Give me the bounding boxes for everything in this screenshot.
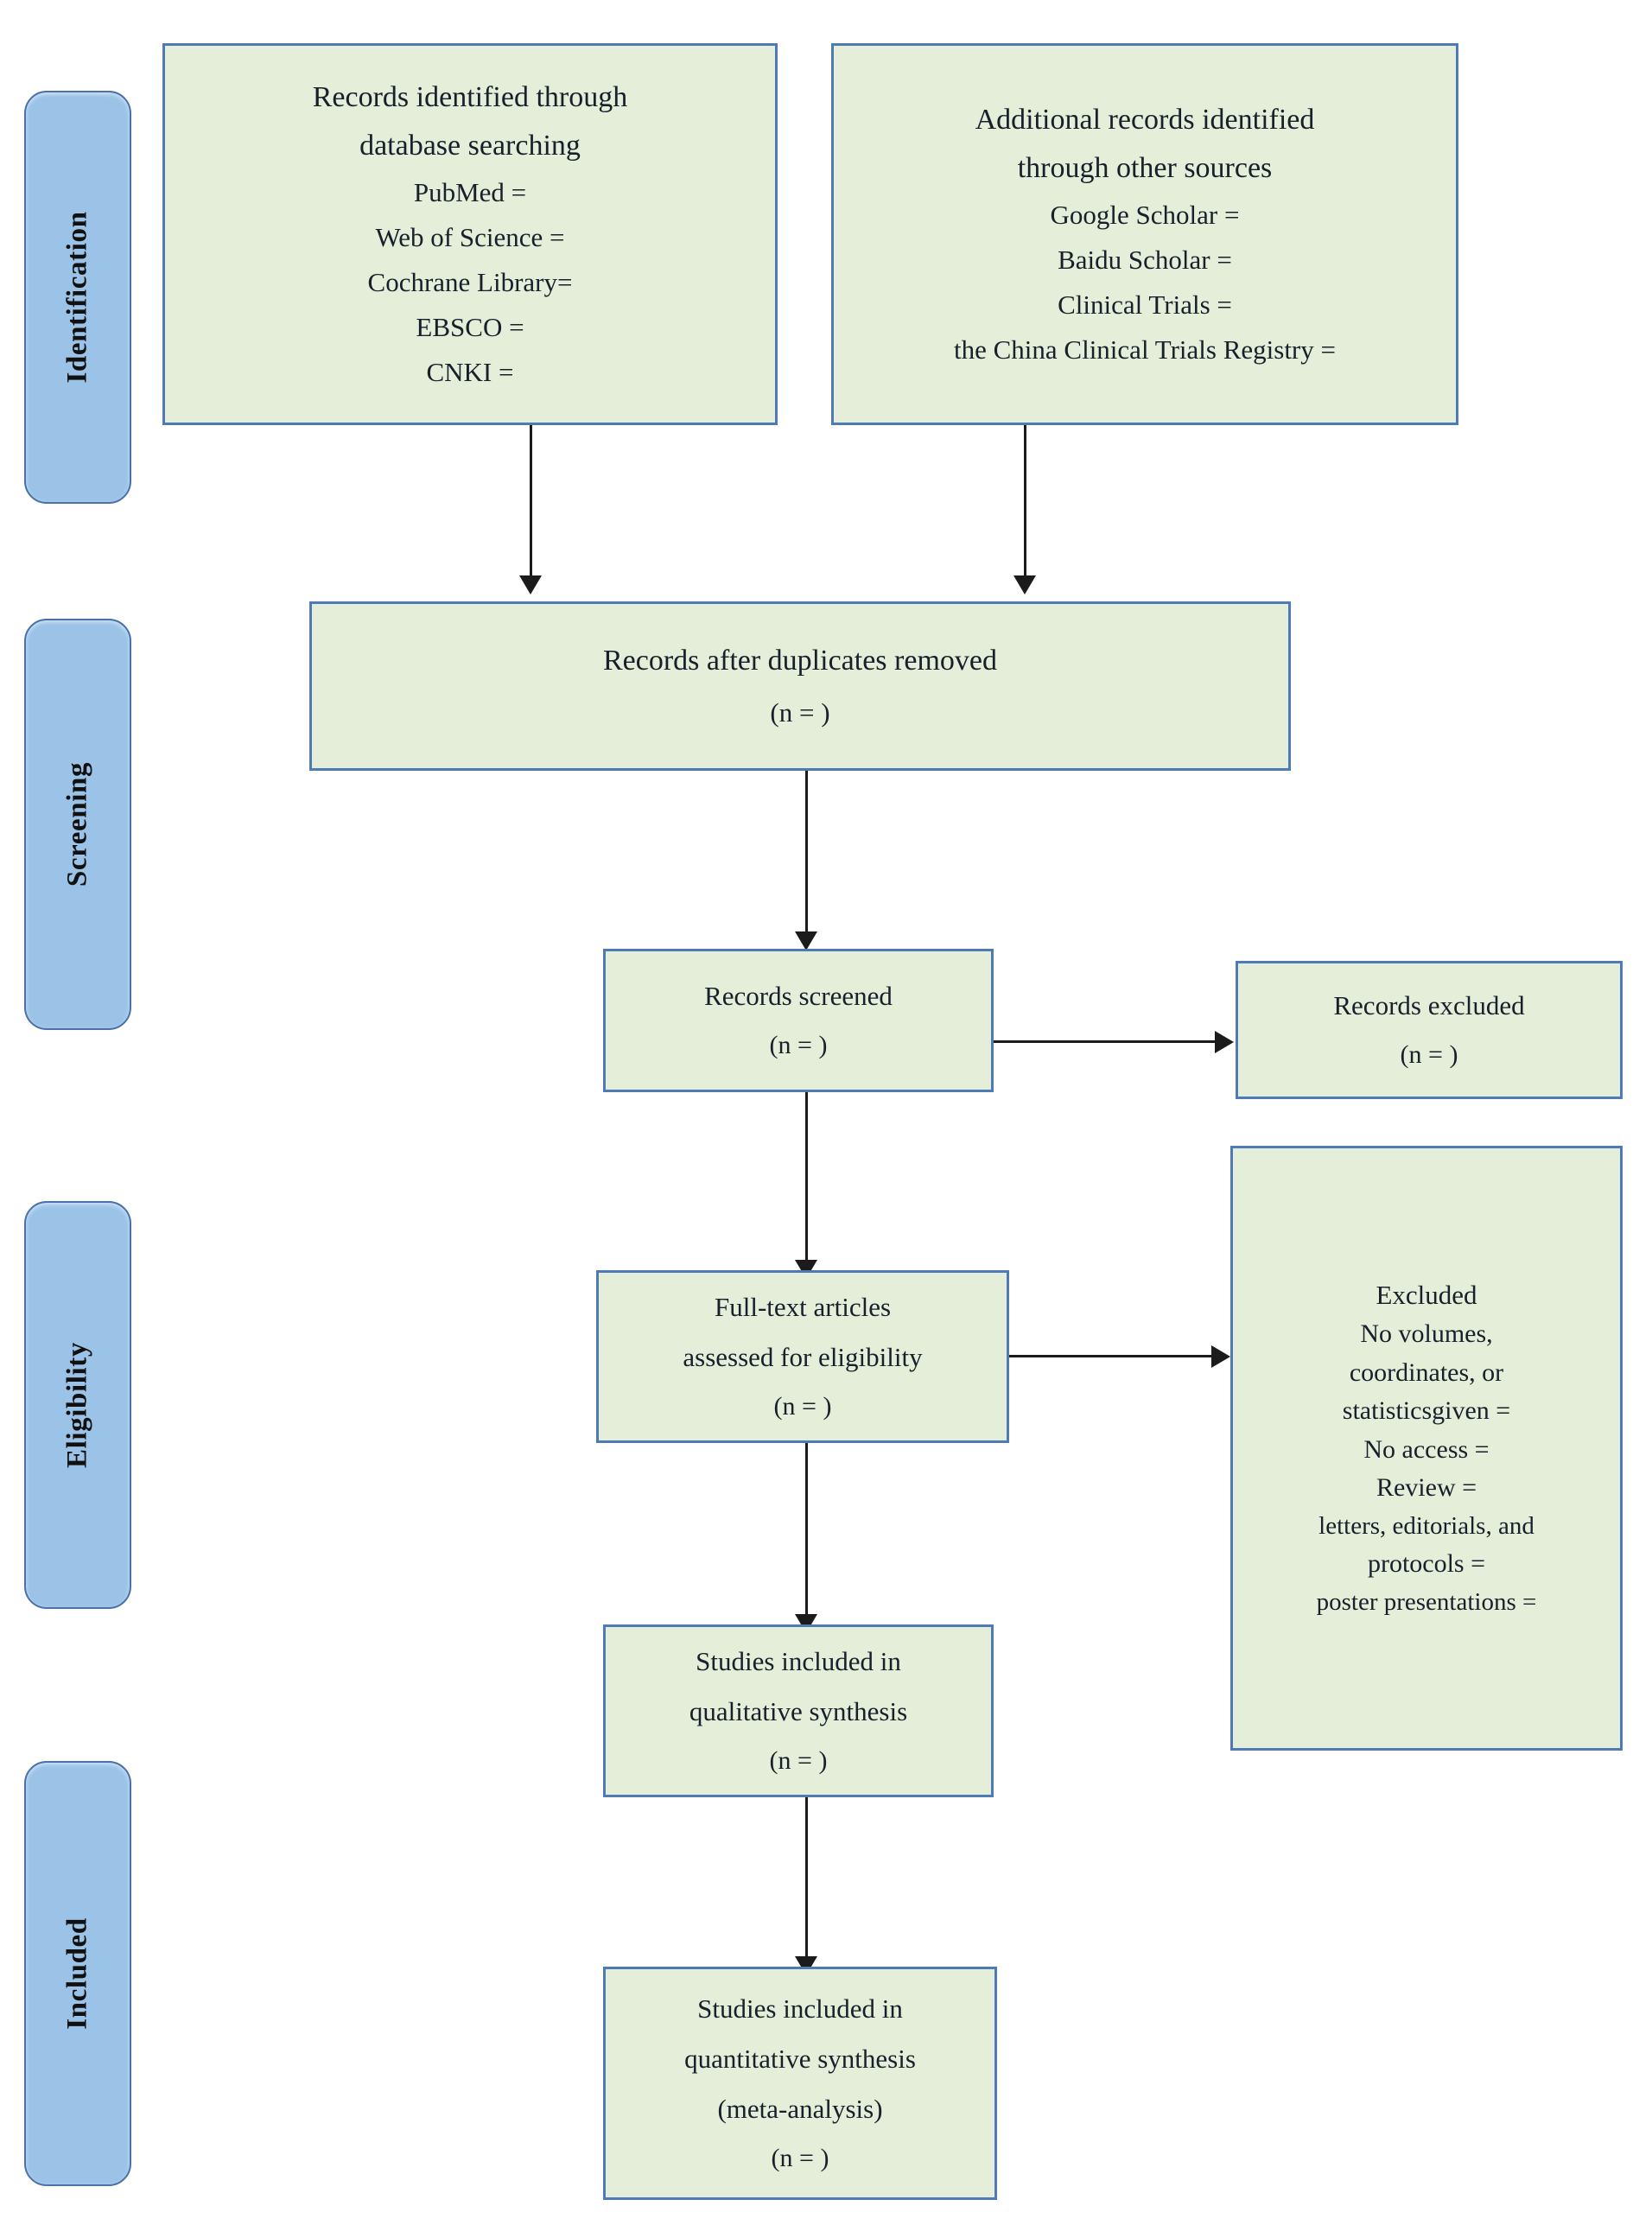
box-line: coordinates, or <box>1349 1357 1504 1387</box>
box-line: Records excluded <box>1333 989 1525 1020</box>
stage-tab-included[interactable]: Included <box>24 1761 131 2186</box>
box-line: Web of Science = <box>375 222 565 253</box>
box-line: (n = ) <box>773 1391 832 1421</box>
box-additional-records-other-sources: Additional records identified through ot… <box>831 43 1458 425</box>
box-full-text-excluded-reasons: Excluded No volumes, coordinates, or sta… <box>1230 1146 1623 1751</box>
arrowhead-screened-to-excluded <box>1215 1031 1234 1053</box>
box-line: Clinical Trials = <box>1058 289 1232 321</box>
stage-label-identification: Identification <box>61 211 93 384</box>
box-line: (n = ) <box>770 697 830 728</box>
connector-fulltext-to-excluded <box>1009 1355 1215 1357</box>
box-line: poster presentations = <box>1316 1587 1537 1616</box>
box-line: PubMed = <box>413 177 527 208</box>
box-line: Baidu Scholar = <box>1058 245 1232 276</box>
box-line: (n = ) <box>771 2143 829 2172</box>
box-line: (n = ) <box>769 1745 828 1775</box>
box-line: (n = ) <box>1400 1039 1458 1069</box>
stage-label-screening: Screening <box>61 761 93 887</box>
connector-db-to-duplicates <box>530 425 532 579</box>
box-line: database searching <box>359 129 581 162</box>
box-line: No volumes, <box>1360 1319 1493 1349</box>
box-line: Google Scholar = <box>1050 200 1240 231</box>
stage-tab-eligibility[interactable]: Eligibility <box>24 1201 131 1609</box>
box-line: protocols = <box>1367 1549 1486 1579</box>
box-line: statisticsgiven = <box>1342 1396 1511 1426</box>
arrowhead-duplicates-to-screened <box>795 931 817 950</box>
connector-screened-to-excluded <box>994 1040 1217 1043</box>
box-line: the China Clinical Trials Registry = <box>953 334 1336 366</box>
stage-tab-screening[interactable]: Screening <box>24 619 131 1030</box>
box-full-text-articles-assessed: Full-text articles assessed for eligibil… <box>596 1270 1009 1443</box>
box-line: (n = ) <box>769 1030 828 1059</box>
box-line: qualitative synthesis <box>689 1695 908 1726</box>
arrowhead-other-to-duplicates <box>1013 575 1036 594</box>
stage-label-eligibility: Eligibility <box>61 1342 93 1468</box>
box-studies-included-qualitative: Studies included in qualitative synthesi… <box>603 1624 994 1797</box>
box-records-screened: Records screened (n = ) <box>603 949 994 1092</box>
connector-screened-to-fulltext <box>805 1092 808 1263</box>
box-line: Excluded <box>1376 1280 1477 1311</box>
box-line: No access = <box>1363 1434 1490 1464</box>
box-studies-included-quantitative: Studies included in quantitative synthes… <box>603 1967 997 2200</box>
arrowhead-db-to-duplicates <box>519 575 542 594</box>
box-line: EBSCO = <box>416 312 524 343</box>
box-line: (meta-analysis) <box>717 2093 883 2124</box>
box-line: letters, editorials, and <box>1318 1512 1534 1541</box>
connector-other-to-duplicates <box>1024 425 1026 579</box>
box-line: Studies included in <box>697 1993 903 2024</box>
box-line: CNKI = <box>426 357 514 388</box>
stage-tab-identification[interactable]: Identification <box>24 91 131 504</box>
box-line: Records identified through <box>312 80 628 113</box>
arrowhead-fulltext-to-excluded <box>1211 1345 1230 1368</box>
box-records-identified-database: Records identified through database sear… <box>162 43 778 425</box>
box-line: Records screened <box>704 980 893 1011</box>
box-line: Full-text articles <box>714 1291 892 1322</box>
box-line: Review = <box>1376 1473 1477 1503</box>
connector-duplicates-to-screened <box>805 771 808 935</box>
box-records-after-duplicates-removed: Records after duplicates removed (n = ) <box>309 601 1291 771</box>
box-line: Cochrane Library= <box>367 267 573 298</box>
box-line: quantitative synthesis <box>684 2043 916 2074</box>
box-line: Records after duplicates removed <box>603 644 997 677</box>
box-line: assessed for eligibility <box>683 1341 923 1372</box>
connector-fulltext-to-qualitative <box>805 1443 808 1618</box>
box-line: Studies included in <box>696 1645 901 1676</box>
box-line: through other sources <box>1017 151 1273 184</box>
box-records-excluded: Records excluded (n = ) <box>1236 961 1623 1099</box>
stage-label-included: Included <box>61 1917 93 2030</box>
connector-qualitative-to-quantitative <box>805 1797 808 1960</box>
box-line: Additional records identified <box>975 103 1315 136</box>
